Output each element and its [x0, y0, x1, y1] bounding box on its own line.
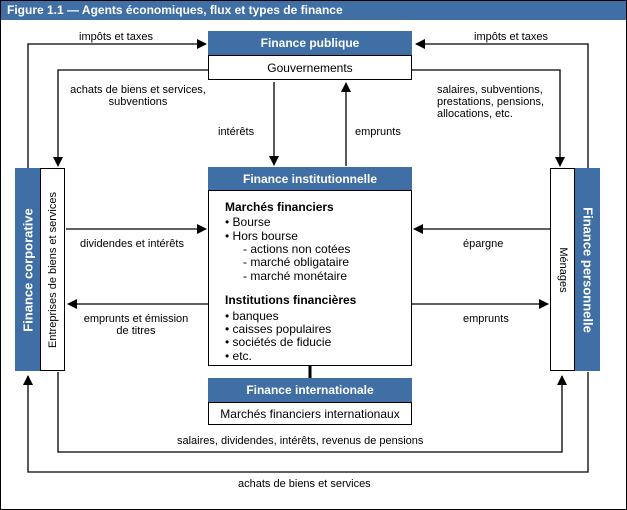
marches-item: • Bourse — [225, 215, 271, 229]
flow-label-dividendes: dividendes et intérêts — [80, 238, 184, 250]
flow-label-salaires-line3: allocations, etc. — [437, 108, 513, 120]
flow-label-emprunts-right: emprunts — [463, 313, 509, 325]
gouvernements-box: Gouvernements — [208, 55, 412, 80]
arrow-salaires-bottom — [57, 372, 567, 453]
arrow-salaires-gov — [412, 69, 565, 167]
flow-label-achats-gov-line1: achats de biens et services, — [70, 84, 206, 96]
institutions-financieres-heading: Institutions financières — [225, 293, 357, 307]
menages-box: Ménages — [550, 168, 575, 371]
flow-label-emprunts-emission: emprunts et émission de titres — [71, 313, 201, 337]
gouvernements-label: Gouvernements — [267, 60, 353, 75]
flow-label-emprunts-emission-line1: emprunts et émission — [83, 313, 189, 325]
institutions-item: • etc. — [225, 349, 252, 363]
arrow-achats-gov — [53, 69, 208, 167]
arrow-impots-right — [415, 39, 589, 168]
flow-label-salaires-line2: prestations, pensions, — [437, 96, 545, 108]
hors-bourse-item: - actions non cotées — [243, 242, 351, 256]
entreprises-label: Entreprises de biens et services — [46, 191, 59, 348]
flow-label-salaires-line1: salaires, subventions, — [437, 84, 543, 96]
marches-financiers-heading: Marchés financiers — [225, 200, 334, 214]
finance-institutionnelle-body: Marchés financiers • Bourse • Hors bours… — [208, 190, 412, 366]
finance-personnelle-bar: Finance personnelle — [575, 168, 600, 371]
marches-internationaux-box: Marchés financiers internationaux — [208, 402, 412, 425]
finance-publique-title: Finance publique — [208, 31, 412, 55]
hors-bourse-item: - marché obligataire — [243, 255, 350, 269]
finance-institutionnelle-title: Finance institutionnelle — [208, 167, 412, 191]
finance-corporative-label: Finance corporative — [20, 207, 35, 332]
figure-title: Figure 1.1 — Agents économiques, flux et… — [1, 1, 626, 20]
marches-internationaux-label: Marchés financiers internationaux — [220, 406, 400, 421]
finance-personnelle-label: Finance personnelle — [580, 206, 595, 333]
marches-item: • Hors bourse — [225, 229, 298, 243]
flow-label-salaires-gov: salaires, subventions, prestations, pens… — [437, 84, 544, 120]
flow-label-impots-left: impôts et taxes — [79, 31, 153, 43]
finance-internationale-title: Finance internationale — [208, 378, 412, 402]
flow-label-impots-right: impôts et taxes — [474, 31, 548, 43]
arrow-achats-bottom — [23, 372, 589, 473]
institutions-item: • banques — [225, 309, 279, 323]
flow-label-achats-gov-line2: subventions — [108, 96, 168, 108]
flow-label-emprunts-emission-line2: de titres — [116, 325, 156, 337]
hors-bourse-item: - marché monétaire — [243, 269, 348, 283]
menages-label: Ménages — [556, 246, 569, 293]
flow-label-interets: intérêts — [218, 126, 255, 138]
institutions-item: • caisses populaires — [225, 322, 332, 336]
flow-label-achats-gov: achats de biens et services, subventions — [63, 84, 213, 108]
flow-label-salaires-bottom: salaires, dividendes, intérêts, revenus … — [177, 435, 424, 447]
entreprises-box: Entreprises de biens et services — [40, 168, 65, 371]
arrow-impots-left — [27, 39, 207, 168]
flow-label-achats-bottom: achats de biens et services — [238, 478, 371, 490]
flow-label-emprunts-top: emprunts — [355, 126, 401, 138]
institutions-item: • sociétés de fiducie — [225, 335, 332, 349]
finance-corporative-bar: Finance corporative — [15, 168, 40, 371]
flow-label-epargne: épargne — [463, 238, 504, 250]
